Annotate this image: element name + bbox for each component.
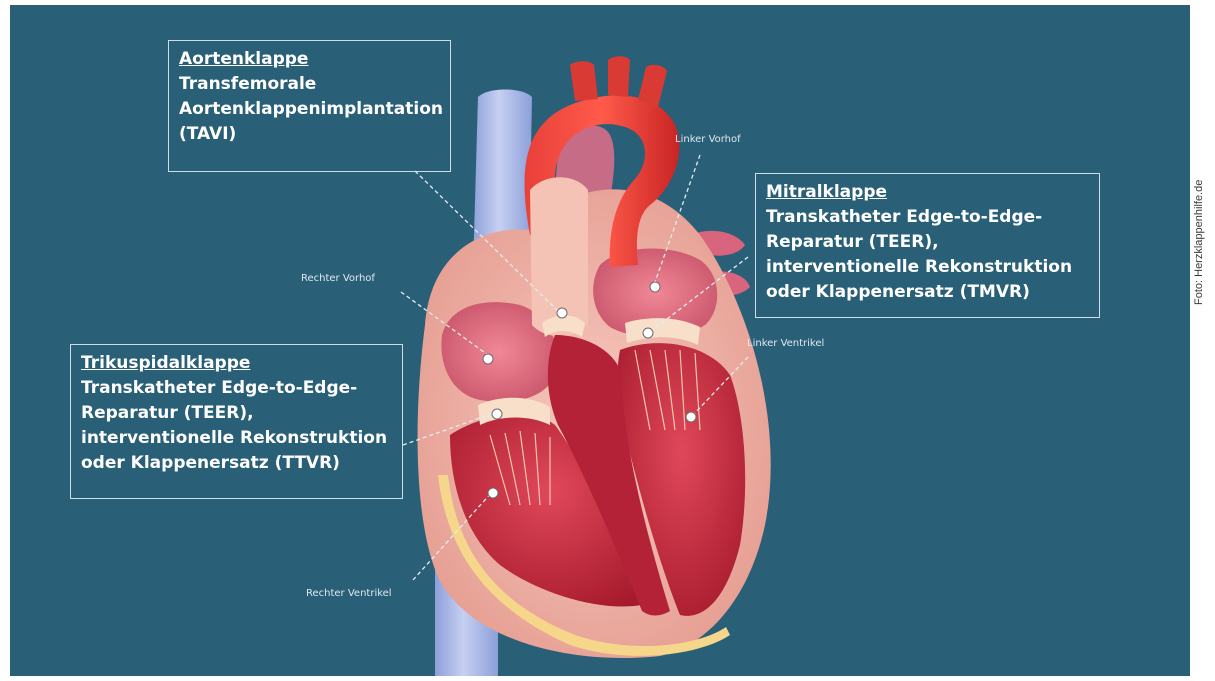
tricuspid-valve-line: Reparatur (TEER), xyxy=(81,401,392,426)
tricuspid-valve-line: interventionelle Rekonstruktion xyxy=(81,426,392,451)
photo-credit: Foto: Herzklappenhilfe.de xyxy=(1193,180,1213,200)
mitral-valve-line: interventionelle Rekonstruktion xyxy=(766,255,1089,280)
left-atrium-label: Linker Vorhof xyxy=(675,134,741,145)
aortic-valve-line: (TAVI) xyxy=(179,122,440,147)
marker-aortic-valve xyxy=(557,308,567,318)
tricuspid-valve-line: Transkatheter Edge-to-Edge- xyxy=(81,376,392,401)
photo-credit-text: Foto: Herzklappenhilfe.de xyxy=(1193,180,1205,305)
left-ventricle-label: Linker Ventrikel xyxy=(747,338,824,349)
tricuspid-valve-line: oder Klappenersatz (TTVR) xyxy=(81,451,392,476)
marker-left-atrium xyxy=(650,282,660,292)
marker-mitral-valve xyxy=(643,328,653,338)
right-atrium-label: Rechter Vorhof xyxy=(301,273,375,284)
marker-right-ventricle xyxy=(488,488,498,498)
tricuspid-valve-title: Trikuspidalklappe xyxy=(81,351,392,376)
mitral-valve-title: Mitralklappe xyxy=(766,180,1089,205)
right-ventricle-label: Rechter Ventrikel xyxy=(306,588,392,599)
diagram-canvas: Aortenklappe Transfemorale Aortenklappen… xyxy=(10,5,1190,676)
marker-tricuspid-valve xyxy=(492,409,502,419)
mitral-valve-line: Reparatur (TEER), xyxy=(766,230,1089,255)
aortic-valve-line: Transfemorale xyxy=(179,72,440,97)
tricuspid-valve-callout: Trikuspidalklappe Transkatheter Edge-to-… xyxy=(70,344,403,499)
mitral-valve-line: oder Klappenersatz (TMVR) xyxy=(766,280,1089,305)
marker-left-ventricle xyxy=(686,412,696,422)
mitral-valve-line: Transkatheter Edge-to-Edge- xyxy=(766,205,1089,230)
mitral-valve-callout: Mitralklappe Transkatheter Edge-to-Edge-… xyxy=(755,173,1100,318)
aortic-valve-line: Aortenklappenimplantation xyxy=(179,97,440,122)
aortic-valve-title: Aortenklappe xyxy=(179,47,440,72)
aortic-valve-callout: Aortenklappe Transfemorale Aortenklappen… xyxy=(168,40,451,172)
marker-right-atrium xyxy=(483,354,493,364)
